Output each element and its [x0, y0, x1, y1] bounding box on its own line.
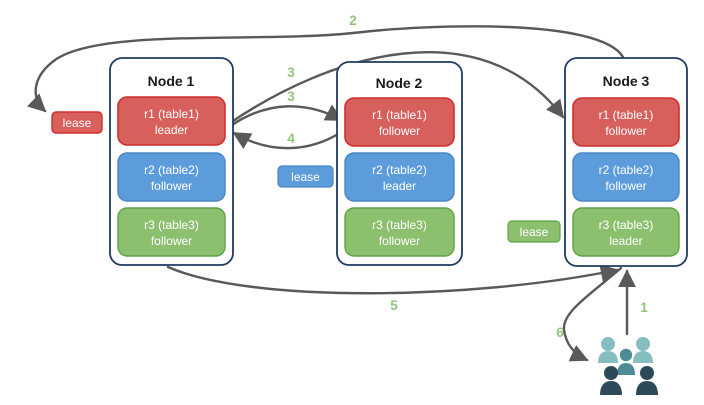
user-back-left-icon	[598, 337, 618, 363]
node-3-replica-r3-box	[572, 207, 680, 257]
node-1-replica-r1: r1 (table1) leader	[117, 96, 226, 146]
node-3-replica-r1-box	[572, 97, 680, 147]
step-label-5: 5	[390, 298, 398, 313]
node-2-replica-r2-role: leader	[383, 179, 416, 193]
step-label-4: 4	[287, 131, 295, 146]
lease-badge-table1-label: lease	[63, 116, 92, 130]
node-2-replica-r2: r2 (table2) leader	[344, 152, 455, 202]
lease-badge-table1: lease	[51, 111, 103, 134]
lease-badge-table2-box	[277, 165, 334, 188]
node-1-replica-r1-label: r1 (table1)	[144, 107, 199, 121]
node-2-replica-r3: r3 (table3) follower	[344, 207, 455, 257]
node-1-replica-r3-role: follower	[151, 234, 192, 248]
arrow-5-node1-to-node3	[166, 264, 619, 295]
node-2-replica-r3-box	[344, 207, 455, 257]
step-label-1: 1	[640, 300, 648, 315]
user-front-right-icon	[636, 366, 658, 395]
node-1-replica-r2-label: r2 (table2)	[144, 163, 199, 177]
node-3-replica-r2-label: r2 (table2)	[599, 163, 654, 177]
node-2: Node 2 r1 (table1) follower r2 (table2) …	[336, 61, 463, 266]
node-1: Node 1 r1 (table1) leader r2 (table2) fo…	[109, 57, 234, 266]
node-3-replica-r3-role: leader	[609, 234, 642, 248]
node-3-title: Node 3	[603, 73, 650, 89]
step-label-2: 2	[349, 13, 357, 28]
arrow-6-node3-to-client	[562, 266, 623, 362]
step-label-3a: 3	[287, 65, 295, 80]
user-back-right-icon	[633, 337, 653, 363]
lease-badge-table3-box	[507, 220, 561, 243]
node-3-replica-r3-label: r3 (table3)	[599, 218, 654, 232]
users-icon	[598, 337, 658, 395]
node-2-replica-r1-label: r1 (table1)	[372, 108, 427, 122]
arrow-3-node1-to-node3	[228, 50, 565, 125]
node-2-replica-r3-label: r3 (table3)	[372, 218, 427, 232]
node-1-replica-r3-box	[117, 207, 226, 257]
lease-badge-table3-label: lease	[520, 225, 549, 239]
node-3-replica-r2-role: follower	[605, 179, 646, 193]
node-2-title: Node 2	[376, 75, 423, 91]
arrow-2-node3-to-lease1	[27, 25, 625, 113]
lease-badge-table3: lease	[507, 220, 561, 243]
node-3-replica-r1: r1 (table1) follower	[572, 97, 680, 147]
node-3: Node 3 r1 (table1) follower r2 (table2) …	[564, 57, 688, 267]
node-1-replica-r3-label: r3 (table3)	[144, 218, 199, 232]
node-2-replica-r1: r1 (table1) follower	[344, 97, 455, 147]
lease-badge-table2: lease	[277, 165, 334, 188]
user-front-left-icon	[600, 366, 622, 395]
node-1-replica-r2: r2 (table2) follower	[117, 152, 226, 202]
node-3-replica-r3: r3 (table3) leader	[572, 207, 680, 257]
node-2-replica-r3-role: follower	[379, 234, 420, 248]
node-2-replica-r1-box	[344, 97, 455, 147]
node-2-replica-r2-box	[344, 152, 455, 202]
lease-badge-table1-box	[51, 111, 103, 134]
node-1-replica-r2-role: follower	[151, 179, 192, 193]
step-label-3b: 3	[287, 89, 295, 104]
node-1-replica-r1-box	[117, 96, 226, 146]
node-1-title: Node 1	[148, 73, 195, 89]
step-label-6: 6	[556, 325, 564, 340]
node-2-replica-r2-label: r2 (table2)	[372, 163, 427, 177]
node-2-replica-r1-role: follower	[379, 124, 420, 138]
user-middle-icon	[617, 348, 635, 375]
arrow-3-node1-to-node2	[230, 104, 344, 127]
node-1-replica-r2-box	[117, 152, 226, 202]
node-3-replica-r2-box	[572, 152, 680, 202]
arrow-4-node2-to-node1	[232, 129, 345, 150]
lease-badge-table2-label: lease	[291, 170, 320, 184]
node-1-replica-r1-role: leader	[155, 123, 188, 137]
node-3-replica-r1-label: r1 (table1)	[599, 108, 654, 122]
node-3-replica-r1-role: follower	[605, 124, 646, 138]
node-1-replica-r3: r3 (table3) follower	[117, 207, 226, 257]
node-3-replica-r2: r2 (table2) follower	[572, 152, 680, 202]
